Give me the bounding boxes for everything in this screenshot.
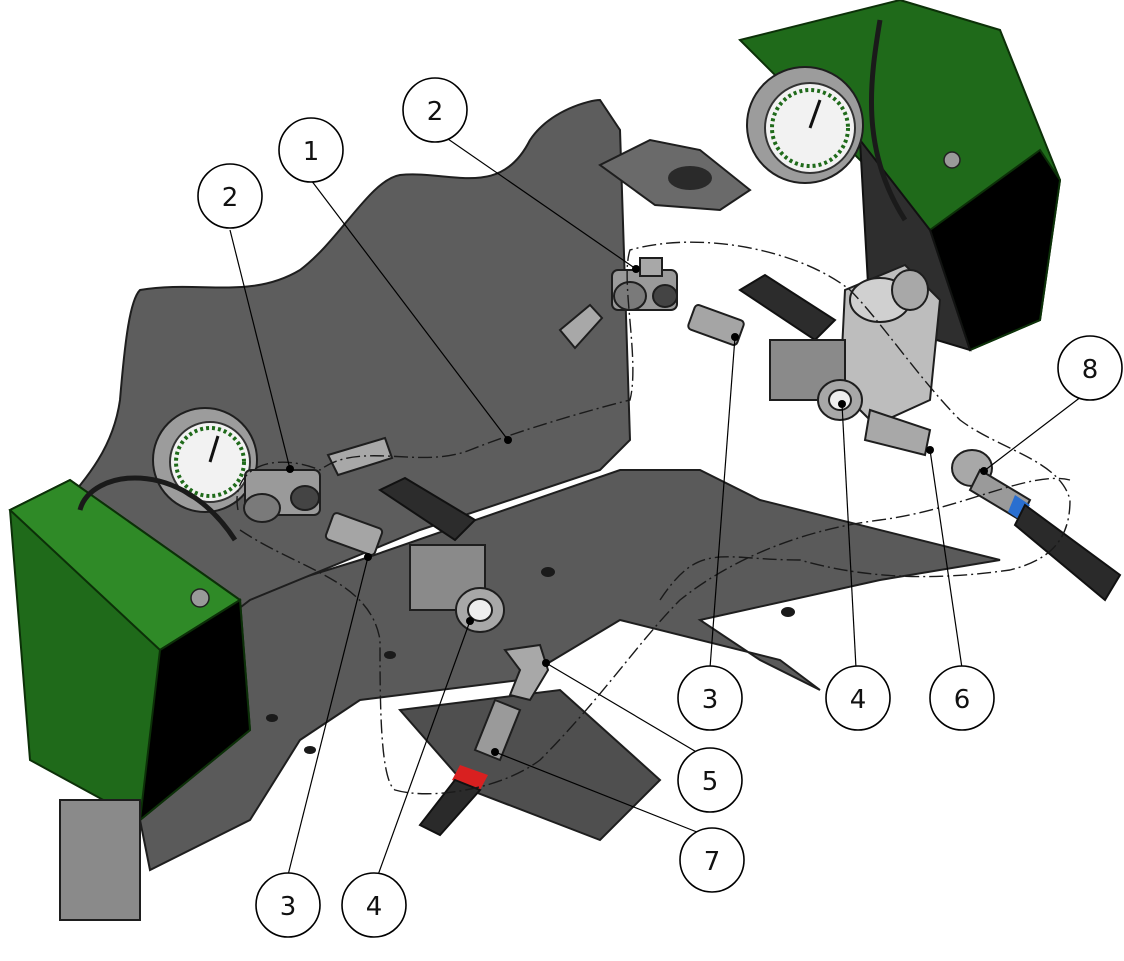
callout-3-right: 3 — [677, 665, 743, 731]
plate-hole — [304, 746, 316, 754]
base-plate — [118, 469, 1001, 872]
callout-label: 5 — [702, 767, 719, 797]
assembly-path-lines — [236, 241, 1071, 795]
ball-valve-left — [377, 476, 505, 633]
callout-5: 5 — [677, 747, 743, 813]
callout-2-right: 2 — [402, 77, 468, 143]
quick-coupling-hose — [951, 449, 1122, 602]
leader-dots — [286, 265, 988, 756]
callout-2-left: 2 — [197, 163, 263, 229]
elbow-fitting-90 — [503, 643, 550, 702]
callout-label: 4 — [366, 892, 383, 922]
left-green-housing — [8, 478, 252, 921]
callout-1: 1 — [278, 117, 344, 183]
plate-hole — [541, 567, 555, 577]
callout-6: 6 — [929, 665, 995, 731]
leader-lines — [229, 129, 1091, 876]
callout-3-left: 3 — [255, 872, 321, 938]
left-pressure-gauge — [152, 407, 258, 513]
nipple-fitting-right — [687, 304, 745, 346]
callout-8: 8 — [1057, 335, 1123, 401]
nipple-fitting-left — [324, 512, 384, 556]
housing-screw — [943, 151, 961, 169]
right-hose — [869, 19, 908, 222]
housing-front — [138, 598, 252, 823]
callout-label: 4 — [850, 685, 867, 715]
callout-label: 6 — [954, 685, 971, 715]
elbow-fitting-right — [558, 303, 604, 350]
callout-label: 3 — [280, 892, 297, 922]
plate-hole — [266, 714, 278, 722]
mounting-panel — [18, 98, 1001, 872]
callout-label: 2 — [222, 183, 239, 213]
callout-label: 3 — [702, 685, 719, 715]
callout-label: 2 — [427, 97, 444, 127]
plate-hole — [384, 651, 396, 659]
back-panel — [18, 98, 632, 702]
inlet-hose — [418, 698, 522, 837]
callout-7: 7 — [679, 827, 745, 893]
callout-label: 8 — [1082, 355, 1099, 385]
housing-foot — [59, 799, 141, 921]
callout-label: 1 — [303, 137, 320, 167]
tee-fitting-left — [243, 469, 321, 523]
solenoid-valve-block — [838, 263, 942, 427]
dashdot-path-left — [236, 241, 1071, 601]
plate-hole — [781, 607, 795, 617]
bracket-hole — [668, 166, 712, 190]
outlet-fitting — [863, 408, 932, 457]
housing-screw — [190, 588, 210, 608]
left-hose — [77, 475, 238, 542]
callout-4-left: 4 — [341, 872, 407, 938]
right-pressure-gauge — [746, 66, 864, 184]
callout-label: 7 — [704, 847, 721, 877]
callout-4-right: 4 — [825, 665, 891, 731]
dashdot-path-lower — [239, 477, 1071, 795]
